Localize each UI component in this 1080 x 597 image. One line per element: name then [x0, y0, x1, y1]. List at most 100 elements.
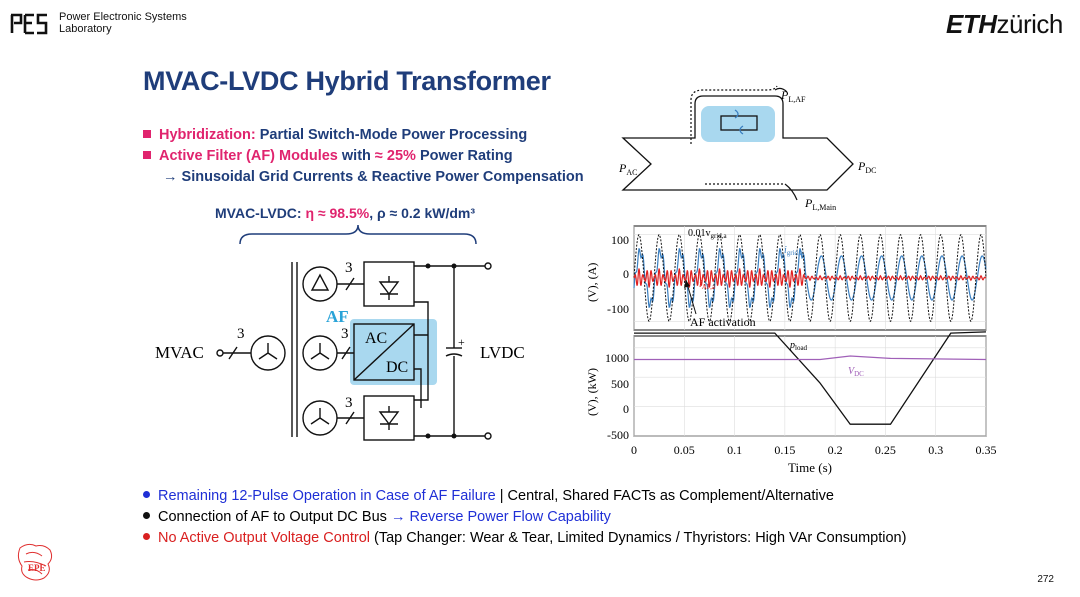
power-flow-arrow: [621, 95, 854, 191]
eff-rho: ρ ≈ 0.2 kW/dm³: [376, 205, 475, 221]
bottom-ytick: 1000: [605, 351, 629, 365]
af-activation-label: AF activation: [690, 315, 756, 329]
bullet-active-filter: Active Filter (AF) Modules with ≈ 25% Po…: [143, 148, 513, 164]
x-tick-label: 0.1: [727, 443, 742, 457]
x-tick-label: 0.3: [928, 443, 943, 457]
lvdc-label: LVDC: [480, 343, 525, 362]
af-inner-box: [720, 115, 758, 131]
igrid-sub: grid,a: [787, 249, 804, 257]
b1-black: | Central, Shared FACTs as Complement/Al…: [495, 488, 834, 504]
iaf-label: iAF,a: [699, 279, 716, 291]
series-vgrid-line: [633, 233, 987, 323]
bullet2-rest: Power Rating: [419, 148, 513, 164]
bullet-square-icon: [143, 151, 151, 159]
vgrid-label: 0.01vgrid,a: [688, 228, 728, 240]
vgrid-symbol: 0.01v: [688, 228, 711, 239]
phase-count: 3: [345, 395, 353, 411]
p-dc-symbol: P: [857, 159, 866, 173]
vdc-label: VDC: [848, 366, 864, 378]
top-ylabel: (V), (A): [585, 263, 599, 302]
lab-name: Power Electronic Systems Laboratory: [59, 11, 187, 35]
top-ytick: 100: [611, 233, 629, 247]
b3-black: (Tap Changer: Wear & Tear, Limited Dynam…: [370, 530, 907, 546]
b3-red: No Active Output Voltage Control: [158, 530, 370, 546]
svg-text:EPE: EPE: [28, 563, 46, 573]
lab-name-line2: Laboratory: [59, 23, 112, 35]
bullet2-key: Active Filter (AF) Modules: [159, 148, 338, 164]
bullet-dot-icon: [143, 491, 150, 498]
b1-blue: Remaining 12-Pulse Operation in Case of …: [158, 488, 496, 504]
x-tick-label: 0.2: [828, 443, 843, 457]
igrid-label: igrid,a: [784, 245, 804, 257]
top-ytick: 0: [623, 267, 629, 281]
eth-logo-bold: ETH: [946, 9, 997, 39]
mvac-transformer-winding: [250, 335, 286, 371]
lab-name-line1: Power Electronic Systems: [59, 11, 187, 23]
eth-logo-rest: zürich: [996, 9, 1064, 39]
vdc-symbol: V: [848, 366, 856, 377]
x-axis-label: Time (s): [788, 460, 832, 475]
rectifier-top: [363, 261, 415, 307]
phase-count: 3: [341, 326, 349, 342]
bullet2-val: ≈ 25%: [374, 148, 416, 164]
page-number: 272: [1037, 574, 1054, 585]
cap-plus-label: +: [458, 335, 465, 349]
bullet1-rest: Partial Switch-Mode Power Processing: [259, 127, 528, 143]
arrowhead-icon: [684, 280, 690, 288]
b2-black: Connection of AF to Output DC Bus: [158, 509, 391, 525]
circuit-diagram: MVAC 3 3 3 3 AF AC DC + LVDC: [155, 224, 525, 441]
vgrid-sub: grid,a: [711, 232, 728, 240]
power-flow-diagram: PAC PDC PL,AF PL,Main: [618, 85, 876, 212]
pload-sub: load: [795, 344, 808, 352]
bottom-grid: [633, 336, 987, 437]
iaf-sub: AF,a: [702, 283, 716, 291]
mvac-terminal: [216, 349, 224, 357]
bottom-ytick: -500: [607, 428, 629, 442]
p-ac-label: PAC: [618, 161, 637, 177]
af-label: AF: [326, 307, 349, 326]
bullet-hybridization: Hybridization: Partial Switch-Mode Power…: [143, 127, 527, 143]
phase-count: 3: [237, 326, 245, 342]
bullet2-mid: with: [341, 148, 371, 164]
eff-label: MVAC-LVDC:: [215, 205, 302, 221]
dc-label: DC: [386, 359, 408, 376]
bottom-bullet-2: Connection of AF to Output DC Bus → Reve…: [143, 509, 611, 525]
p-dc-label: PDC: [857, 159, 876, 175]
p-lmain-symbol: P: [804, 196, 813, 210]
bullet-dot-icon: [143, 533, 150, 540]
series-vdc-line: [634, 355, 987, 361]
bottom-ylabel: (V), (kW): [585, 368, 599, 416]
mvac-label: MVAC: [155, 343, 204, 362]
b2-blue: → Reverse Power Flow Capability: [390, 509, 611, 525]
ac-dc-converter: [353, 323, 415, 381]
series-pload-line: [634, 331, 987, 425]
slide-title: MVAC-LVDC Hybrid Transformer: [143, 66, 551, 96]
series-iaf-line: [633, 268, 987, 288]
pes-logo: [10, 13, 48, 35]
bottom-ytick: 500: [611, 377, 629, 391]
bottom-bullet-3: No Active Output Voltage Control (Tap Ch…: [143, 530, 906, 546]
x-tick-label: 0: [631, 443, 637, 457]
vdc-sub: DC: [854, 370, 864, 378]
delta-winding: [302, 266, 338, 302]
rectifier-bottom: [363, 395, 415, 441]
p-ac-symbol: P: [618, 161, 627, 175]
bullet1-key: Hybridization:: [159, 127, 256, 143]
p-laf-sub: L,AF: [788, 95, 806, 104]
x-tick-label: 0.05: [674, 443, 695, 457]
x-tick-label: 0.25: [875, 443, 896, 457]
p-lmain-sub: L,Main: [812, 203, 836, 212]
epe-logo: EPE: [17, 543, 53, 581]
pload-label: pload: [789, 340, 808, 352]
eff-eta: η ≈ 98.5%: [305, 205, 370, 221]
bottom-bullet-1: Remaining 12-Pulse Operation in Case of …: [143, 488, 834, 504]
phase-count: 3: [345, 260, 353, 276]
iaf-symbol: i: [699, 279, 702, 290]
bullet-dot-icon: [143, 512, 150, 519]
brace: [239, 224, 477, 245]
p-lmain-label: PL,Main: [804, 196, 836, 212]
x-tick-label: 0.15: [774, 443, 795, 457]
top-ytick: -100: [607, 302, 629, 316]
igrid-symbol: i: [784, 245, 787, 256]
